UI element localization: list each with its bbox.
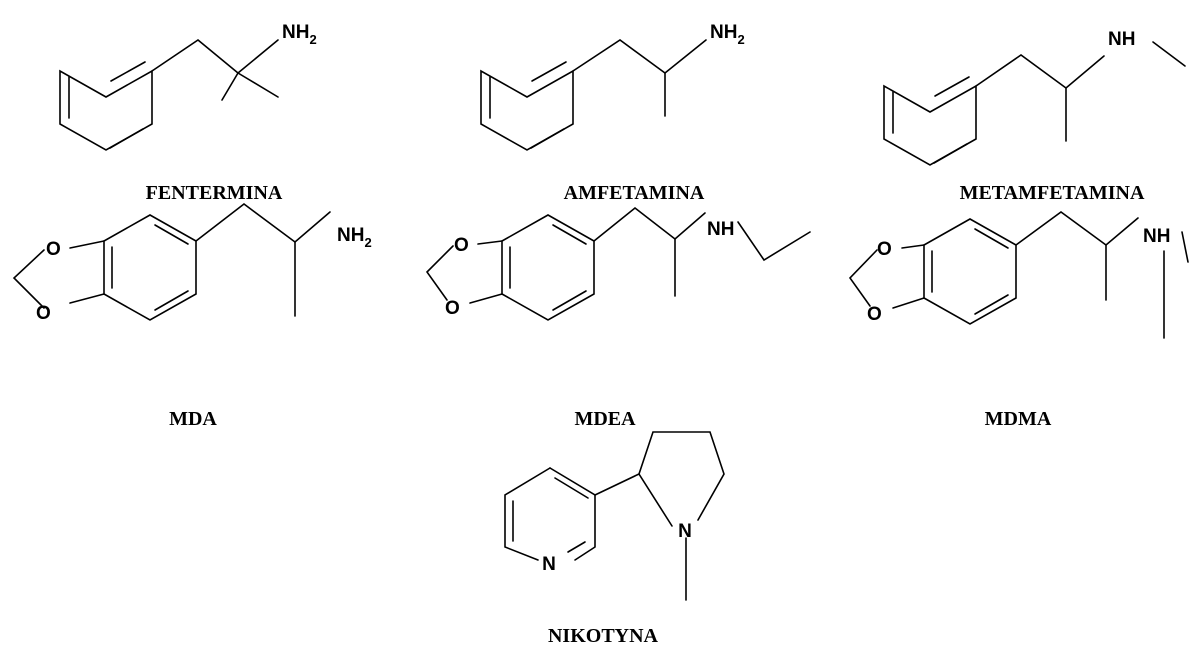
ring-double-bond [554, 477, 589, 499]
amine-label: NH2 [337, 225, 372, 250]
ring-bonds [501, 214, 595, 321]
ring-bonds [59, 69, 153, 151]
dioxole-ring [12, 240, 105, 309]
c-o-bond [477, 240, 503, 245]
structure-metamfetamina: NH METAMFETAMINA [883, 29, 1186, 204]
amine-label: NH [1108, 29, 1135, 50]
carbon-chain [593, 206, 706, 242]
dioxole-ring [848, 244, 925, 309]
oxygen-label: O [36, 303, 51, 324]
ring-double-bond [934, 76, 970, 97]
methyl-bond [221, 72, 239, 101]
amine-label: NH [707, 219, 734, 240]
compound-name: MDMA [985, 408, 1052, 430]
compound-name: MDA [169, 408, 217, 430]
carbon-chain [151, 39, 239, 74]
benzene-ring [923, 218, 1017, 325]
methylene-bridge [425, 245, 454, 301]
benzene-ring [501, 214, 595, 321]
oxygen-label: O [867, 304, 882, 325]
benzene-ring [883, 76, 977, 166]
structure-fentermina: NH2 FENTERMINA [59, 22, 317, 204]
ring-bonds [883, 84, 977, 166]
c-o-bond [469, 293, 503, 304]
ring-double-bond [154, 224, 189, 245]
benzene-ring [59, 61, 153, 151]
pyrrolidine-ring [638, 431, 725, 527]
compound-name: NIKOTYNA [548, 625, 659, 647]
structure-mdea: O O NH MDEA [425, 206, 811, 430]
oxygen-label: O [877, 239, 892, 260]
benzene-ring [480, 61, 574, 151]
ring-double-bond [974, 228, 1009, 249]
amine-label: NH2 [710, 22, 745, 47]
ring-double-bond [552, 224, 587, 245]
ring-double-bond [974, 294, 1009, 315]
carbon-chain [1015, 211, 1139, 247]
structure-nikotyna: N N NIKOTYNA [504, 431, 725, 647]
c-o-bond [901, 244, 925, 249]
c-o-bond [69, 293, 105, 304]
pyrrolidine-nitrogen-label: N [678, 521, 692, 542]
compound-name: AMFETAMINA [564, 182, 705, 204]
oxygen-label: O [46, 239, 61, 260]
ring-bonds [480, 69, 574, 151]
pyridine-ring [504, 467, 596, 561]
n-methyl-bond [1152, 41, 1186, 67]
oxygen-label: O [454, 235, 469, 256]
compound-name: METAMFETAMINA [960, 182, 1145, 204]
ring-double-bond [154, 290, 189, 311]
methylene-bridge [12, 249, 45, 309]
methylene-bridge [848, 249, 878, 307]
structure-mda: O O NH2 MDA [12, 202, 372, 430]
ring-double-bond [933, 143, 968, 164]
carbon-chain [975, 54, 1105, 90]
benzene-ring [103, 214, 197, 321]
structure-mdma: O O NH MDMA [848, 211, 1189, 430]
ring-double-bond [110, 61, 146, 82]
c-o-bond [69, 240, 105, 249]
ring-bonds [638, 431, 725, 527]
ring-bonds [549, 467, 596, 561]
ring-bonds [923, 218, 1017, 325]
dioxole-ring [425, 240, 503, 304]
c-n-bond [237, 39, 279, 74]
structure-amfetamina: NH2 AMFETAMINA [480, 22, 745, 204]
ring-double-bond [530, 128, 565, 149]
methyl-bond [237, 72, 279, 98]
ring-double-bond [552, 290, 587, 311]
n-methyl-bond [1181, 231, 1189, 263]
carbon-chain [195, 202, 331, 244]
c-o-bond [892, 297, 925, 309]
ring-double-bond [567, 541, 586, 553]
carbon-chain [572, 39, 707, 75]
pyridine-nitrogen-label: N [542, 554, 556, 575]
amine-label: NH [1143, 226, 1170, 247]
oxygen-label: O [445, 298, 460, 319]
ring-double-bond [531, 61, 567, 82]
ring-bonds [103, 214, 197, 321]
n-ethyl-chain [737, 221, 811, 262]
ring-link-bond [594, 473, 640, 496]
amine-label: NH2 [282, 22, 317, 47]
ring-double-bond [109, 128, 144, 149]
compound-name: FENTERMINA [146, 182, 283, 204]
compound-name: MDEA [574, 408, 636, 430]
ring-bonds [504, 467, 551, 561]
